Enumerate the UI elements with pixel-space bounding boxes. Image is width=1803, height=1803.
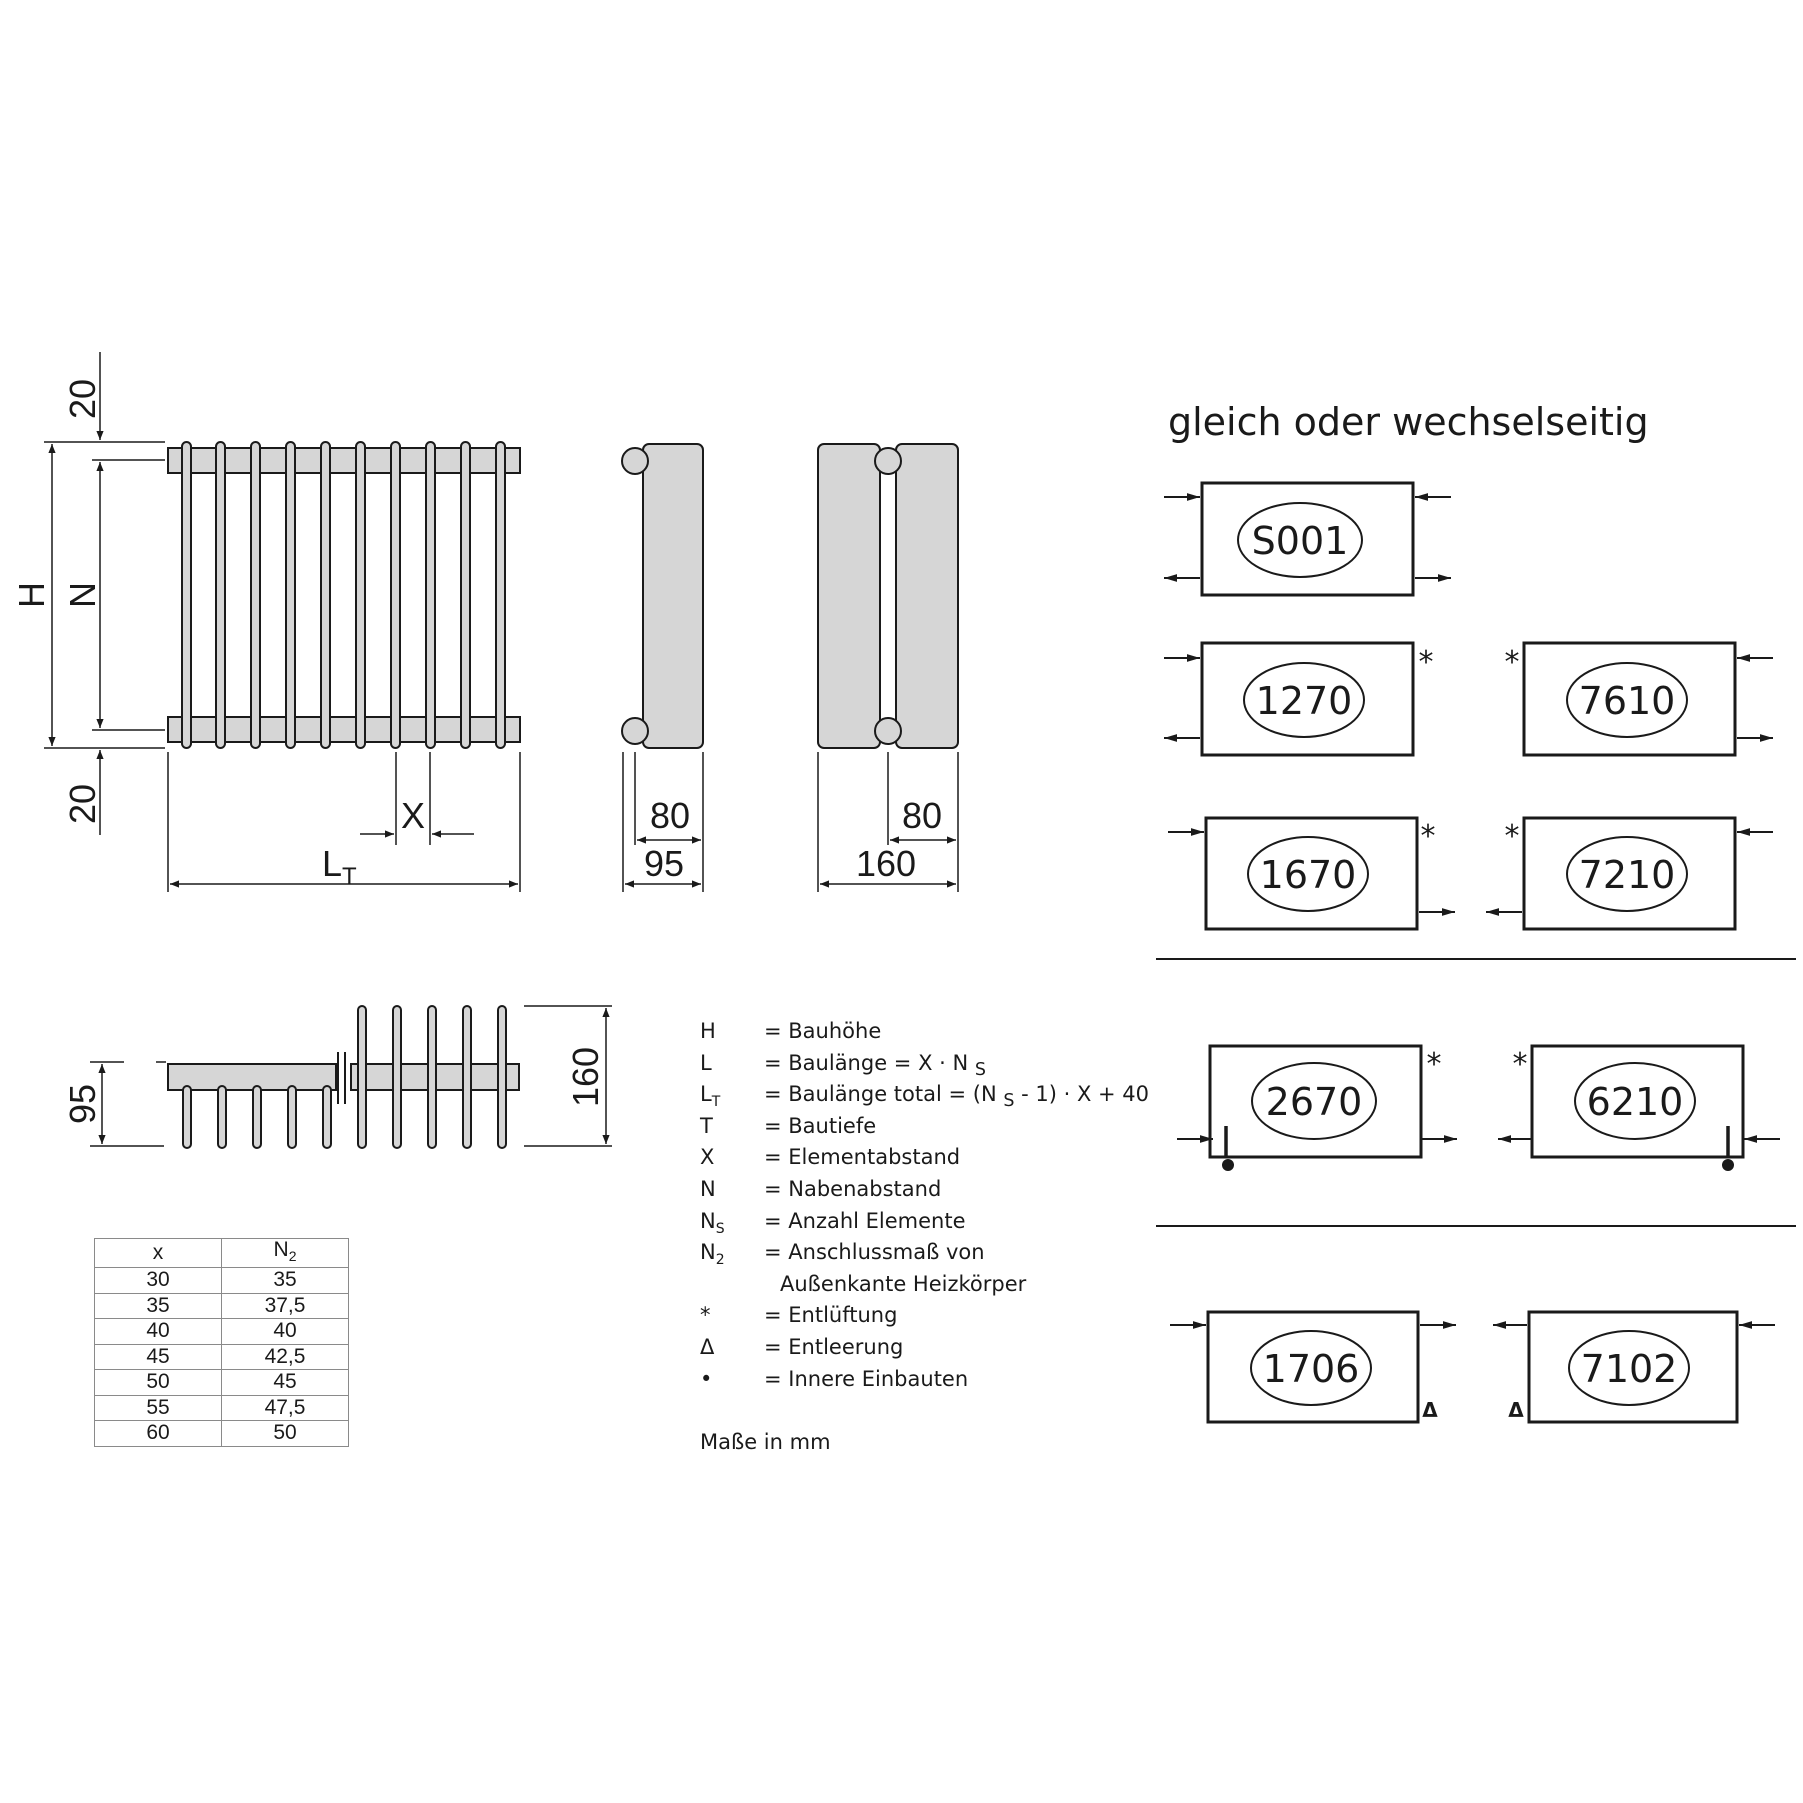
code-2670: 2670	[1266, 1080, 1363, 1124]
vent-mark: *	[1419, 645, 1434, 680]
vent-mark: *	[1513, 1047, 1528, 1082]
connection-variants-title: gleich oder wechselseitig	[1168, 400, 1649, 444]
vent-marks: * * * * * *	[1419, 645, 1528, 1082]
dim-side-double-outer: 160	[856, 843, 916, 884]
vent-mark: *	[1505, 819, 1520, 854]
top-view	[90, 1005, 612, 1149]
drain-marks: Δ Δ	[1422, 1398, 1524, 1422]
dim-total-length: LT	[322, 843, 357, 890]
code-s001: S001	[1252, 519, 1349, 563]
code-7610: 7610	[1579, 679, 1676, 723]
bottom-hub	[621, 717, 649, 745]
table-header-x: x	[94, 1237, 222, 1269]
table-header-n2: N2	[221, 1237, 349, 1269]
code-6210: 6210	[1587, 1080, 1684, 1124]
code-1706: 1706	[1263, 1347, 1360, 1391]
top-hub	[874, 447, 902, 475]
dim-hub-distance: N	[62, 582, 103, 608]
code-7210: 7210	[1579, 853, 1676, 897]
tubes	[181, 441, 506, 749]
table-header-row: x N2	[94, 1237, 349, 1269]
connection-codes: S001 1270 7610 1670 7210 2670 6210 1706 …	[1252, 519, 1684, 1391]
dim-top-view-right: 160	[565, 1047, 606, 1107]
side-view-single	[621, 443, 704, 892]
dim-side-single-outer: 95	[644, 843, 684, 884]
connection-variants	[1156, 481, 1796, 1424]
vent-mark: *	[1427, 1047, 1442, 1082]
bottom-hub	[874, 717, 902, 745]
code-7102: 7102	[1581, 1347, 1678, 1391]
vent-mark: *	[1421, 819, 1436, 854]
side-view-double	[817, 443, 959, 892]
code-1270: 1270	[1256, 679, 1353, 723]
top-hub	[621, 447, 649, 475]
dim-bottom-gap: 20	[62, 784, 103, 824]
dim-side-single-inner: 80	[650, 795, 690, 836]
vent-mark: *	[1505, 645, 1520, 680]
code-1670: 1670	[1260, 853, 1357, 897]
dim-side-double-inner: 80	[902, 795, 942, 836]
drain-mark: Δ	[1508, 1398, 1524, 1422]
units-note: Maße in mm	[700, 1430, 831, 1454]
dim-height: H	[11, 582, 52, 608]
front-view	[44, 352, 521, 892]
drain-mark: Δ	[1422, 1398, 1438, 1422]
dim-top-view-left: 95	[62, 1084, 103, 1124]
dim-element-spacing: X	[401, 795, 425, 836]
dim-top-gap: 20	[62, 379, 103, 419]
